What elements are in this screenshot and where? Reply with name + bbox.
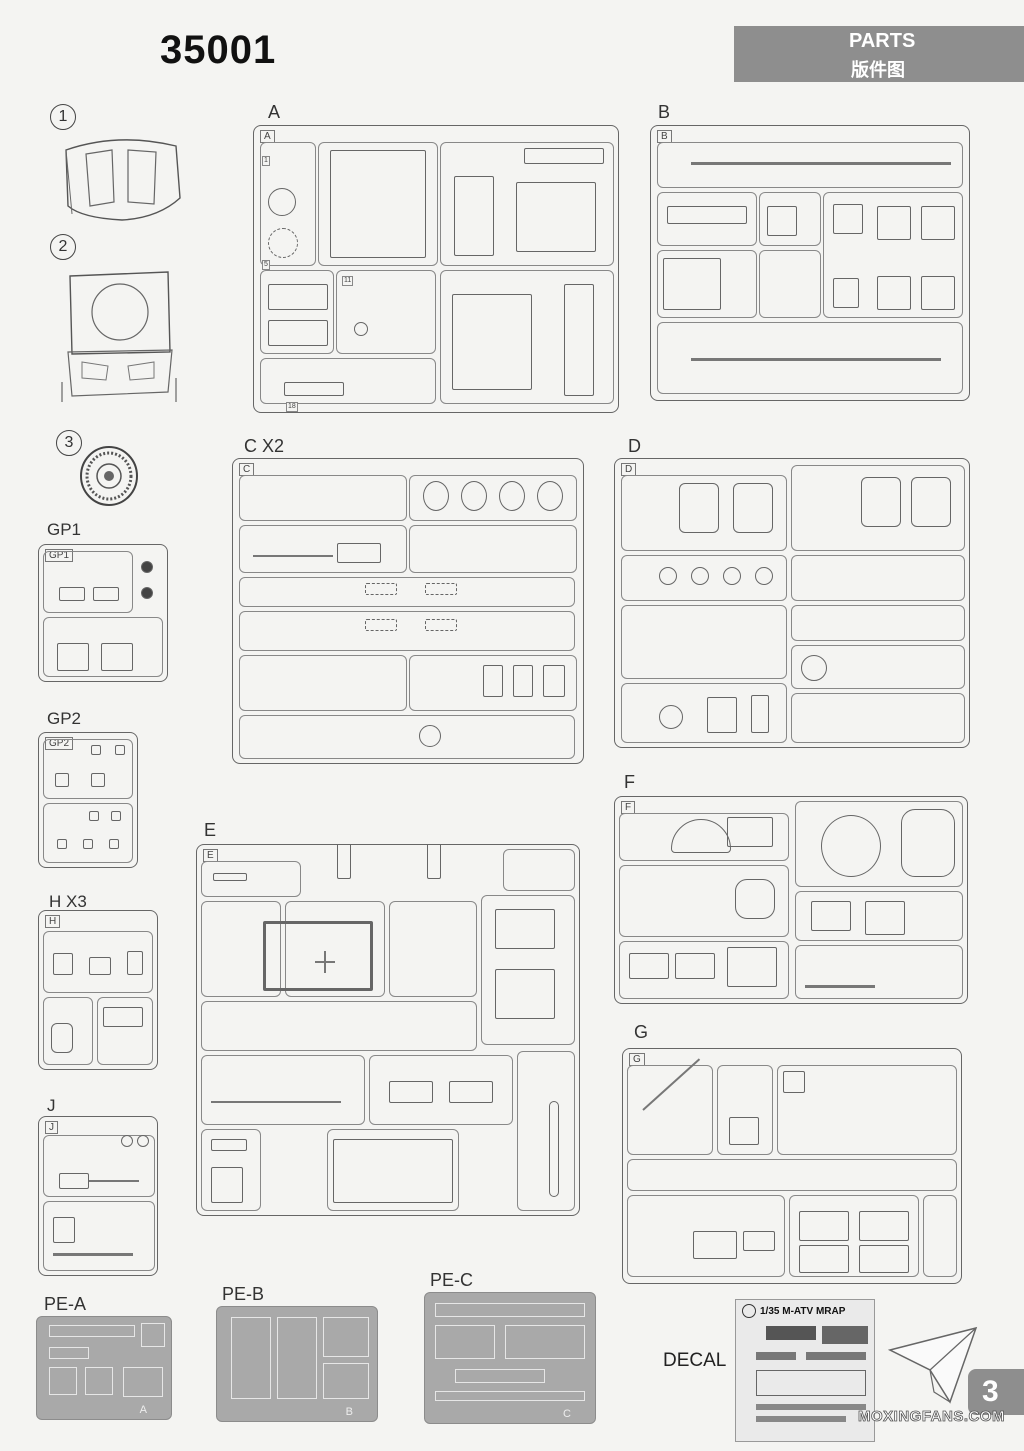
sprue-h: H — [38, 910, 158, 1070]
page-number: 3 — [982, 1375, 999, 1408]
part-number-2: 2 — [50, 234, 76, 260]
sprue-c: C — [232, 458, 584, 764]
sprue-h-tag: H — [45, 915, 61, 928]
sprue-a-label: A — [268, 102, 281, 122]
paper-plane-icon — [888, 1326, 978, 1404]
cab-roof-drawing — [65, 139, 181, 221]
parts-banner: PARTS 版件图 — [734, 26, 1024, 82]
sprue-e: E — [196, 844, 580, 1216]
tire-drawing — [80, 446, 138, 506]
page-number-tab: 3 — [968, 1369, 1024, 1415]
parts-title-en: PARTS — [849, 30, 916, 52]
sprue-c-label: C X2 — [244, 436, 285, 456]
sprue-f: F — [614, 796, 968, 1004]
hull-body-drawing — [61, 271, 177, 402]
pe-a-letter: A — [139, 1404, 147, 1416]
sprue-f-label: F — [624, 772, 635, 792]
sprue-e-label: E — [204, 820, 217, 840]
sprue-a: A 1 5 11 18 — [253, 125, 619, 413]
pe-a-label: PE-A — [44, 1294, 87, 1314]
decal-sheet-title: 1/35 M-ATV MRAP — [760, 1306, 846, 1317]
sprue-b: B — [650, 125, 970, 401]
pe-b-fret: B — [216, 1306, 378, 1422]
sprue-j: J — [38, 1116, 158, 1276]
part-number-1: 1 — [50, 104, 76, 130]
sprue-j-label: J — [47, 1096, 56, 1115]
sprue-d: D — [614, 458, 970, 748]
pe-a-fret: A — [36, 1316, 172, 1420]
decal-sheet: 1/35 M-ATV MRAP — [735, 1299, 875, 1442]
sprue-gp1-label: GP1 — [47, 520, 82, 539]
model-number: 35001 — [160, 28, 277, 72]
pe-b-label: PE-B — [222, 1284, 265, 1304]
sprue-gp1: GP1 — [38, 544, 168, 682]
sprue-h-label: H X3 — [49, 892, 87, 911]
decal-label: DECAL — [663, 1350, 727, 1371]
sprue-g: G — [622, 1048, 962, 1284]
pe-c-fret: C — [424, 1292, 596, 1424]
sprue-g-label: G — [634, 1022, 649, 1042]
pe-c-letter: C — [563, 1408, 571, 1420]
sprue-j-tag: J — [45, 1121, 58, 1134]
watermark-text: MOXINGFANS.COM — [858, 1408, 1006, 1426]
sprue-d-label: D — [628, 436, 641, 456]
sprue-gp2: GP2 — [38, 732, 138, 868]
parts-title-zh: 版件图 — [851, 60, 905, 81]
pe-b-letter: B — [345, 1406, 353, 1418]
sprue-gp2-label: GP2 — [47, 709, 82, 728]
part-number-3: 3 — [56, 430, 82, 456]
sprue-gp1-tag: GP1 — [45, 549, 74, 562]
pe-c-label: PE-C — [430, 1270, 474, 1290]
sprue-b-label: B — [658, 102, 671, 122]
